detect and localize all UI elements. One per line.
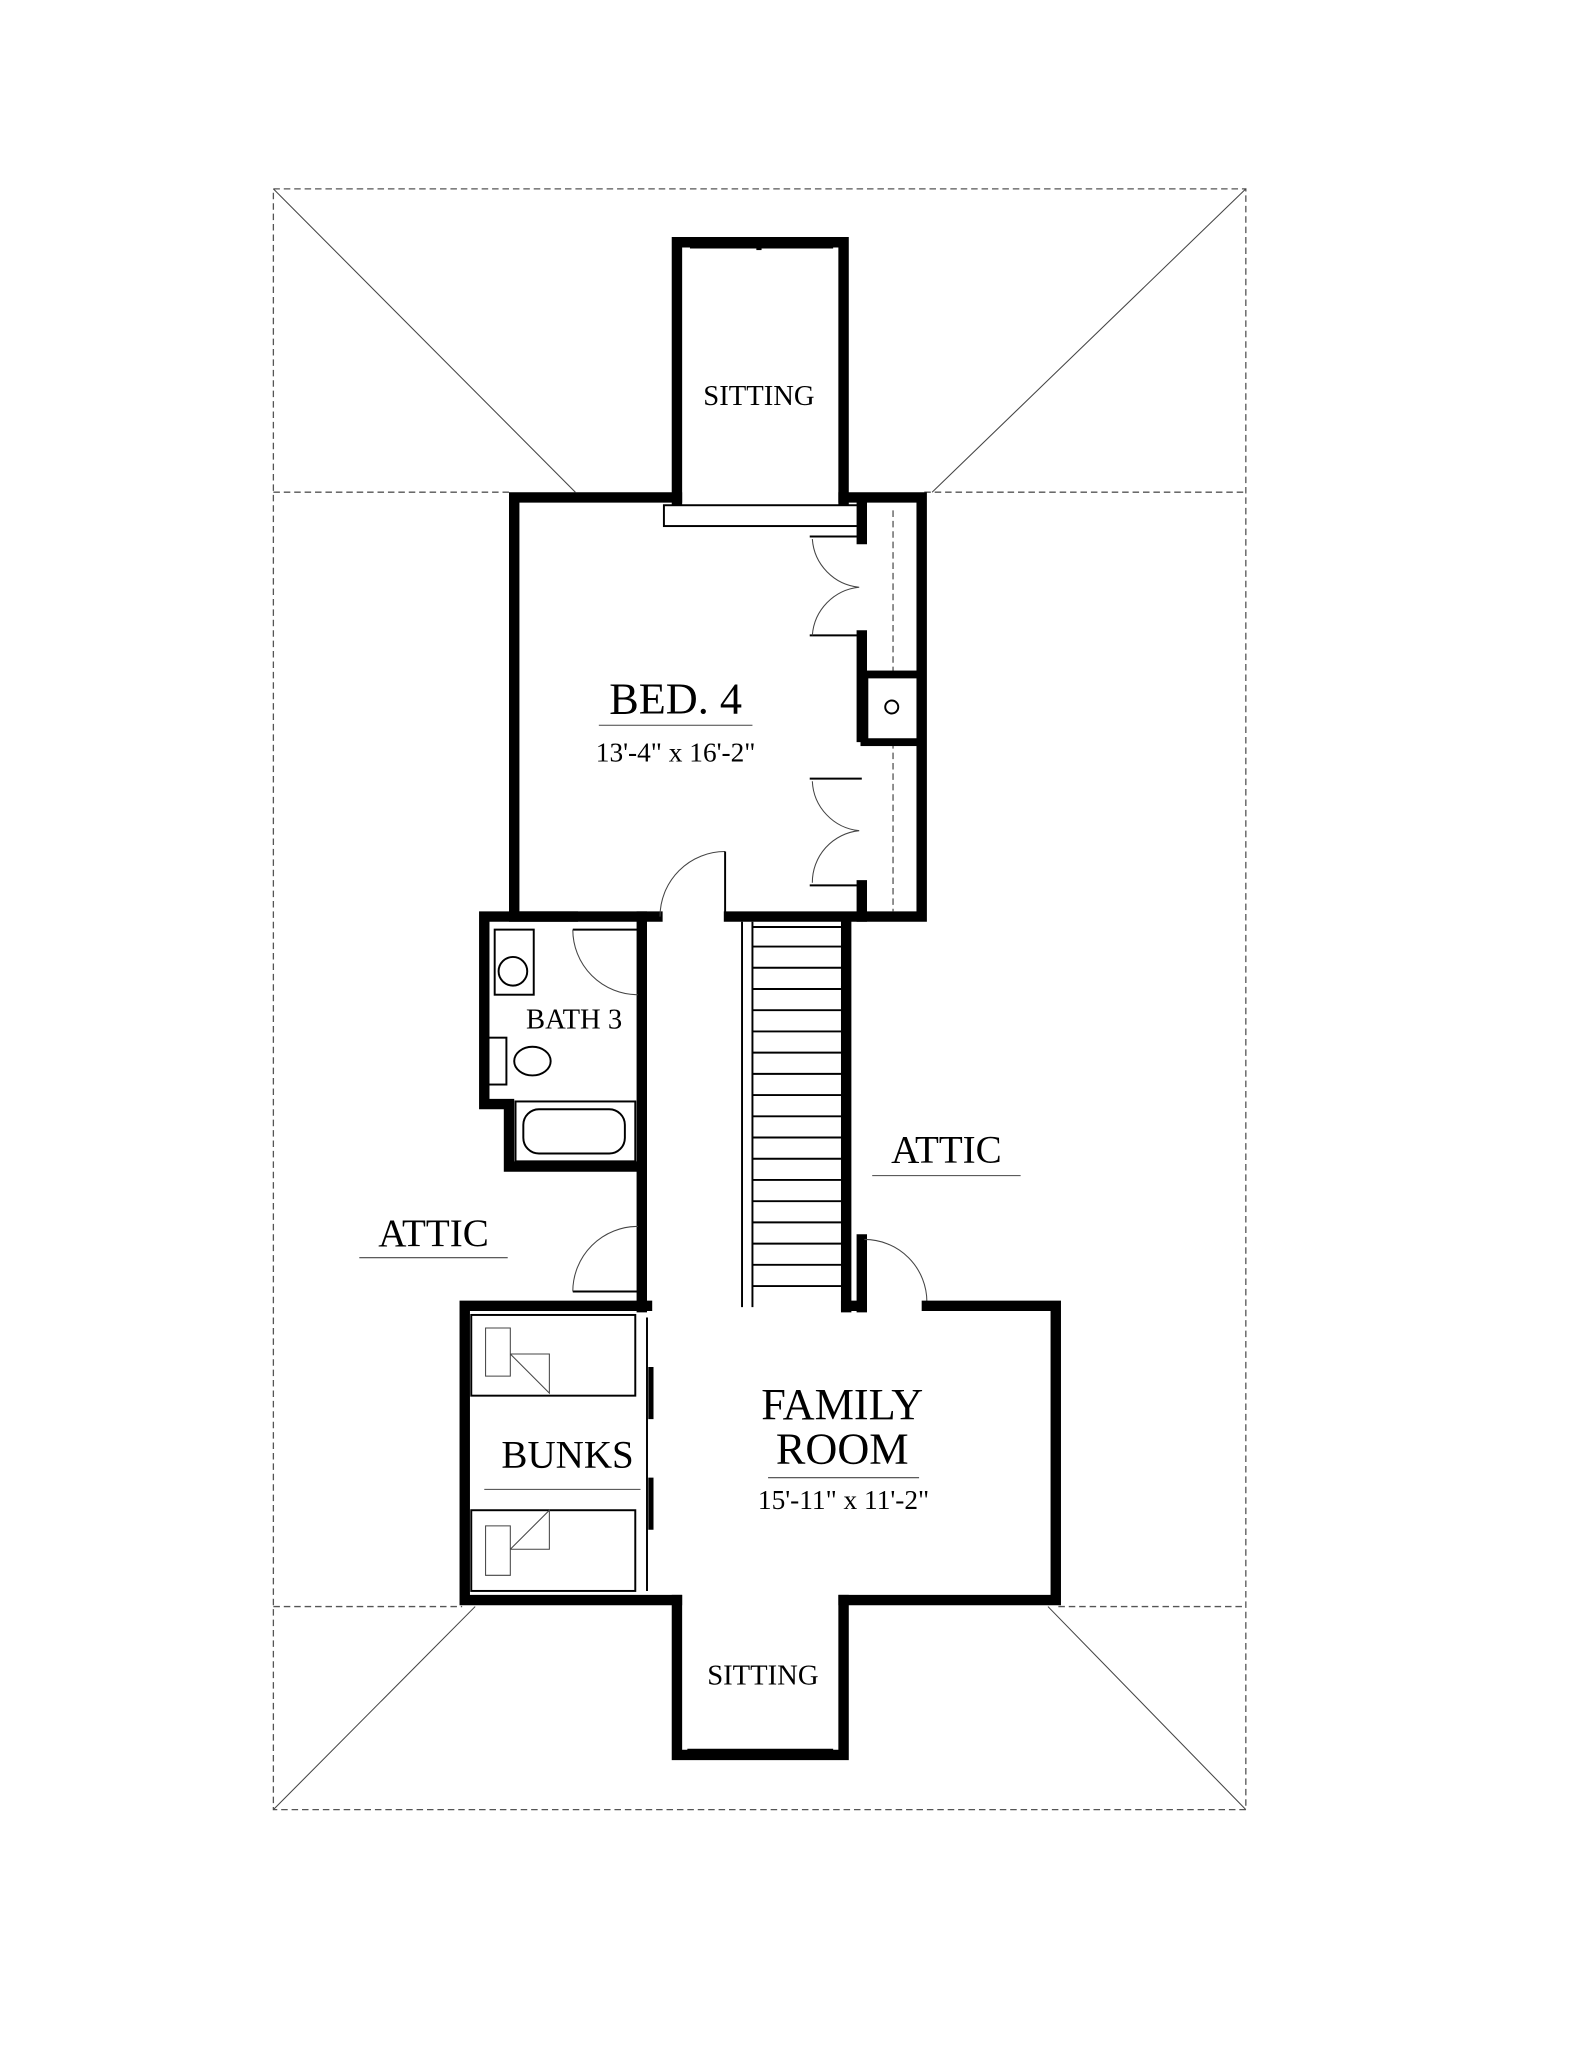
bath3-walls [479, 911, 647, 1313]
sitting-bottom-walls [671, 1594, 849, 1761]
room-label-family-line2: ROOM [776, 1424, 909, 1473]
family-bunks-walls [459, 1300, 1061, 1606]
room-dimensions-family: 15'-11" x 11'-2" [758, 1485, 929, 1515]
stair [741, 913, 928, 1313]
room-label-bath3: BATH 3 [526, 1004, 622, 1036]
room-label-sitting-top: SITTING [703, 380, 814, 412]
roof-outline [272, 188, 1247, 1811]
room-dimensions-bed4: 13'-4" x 16'-2" [596, 738, 756, 768]
room-label-sitting-bottom: SITTING [707, 1660, 818, 1692]
sink-icon [497, 955, 529, 987]
bunk-bed-top [470, 1313, 637, 1397]
toilet-icon [513, 1045, 552, 1077]
room-label-bed4: BED. 4 [609, 675, 742, 724]
room-label-family-line1: FAMILY [761, 1380, 923, 1429]
flue-icon [884, 699, 900, 715]
room-label-bunks: BUNKS [501, 1433, 633, 1476]
bunk-bed-bottom [470, 1509, 637, 1592]
sitting-top-walls [671, 237, 849, 506]
room-label-attic-left: ATTIC [378, 1212, 489, 1255]
bed4-walls [509, 492, 927, 922]
toilet-tank-icon [487, 1036, 508, 1086]
bathtub-icon [514, 1100, 637, 1163]
room-label-attic-right: ATTIC [891, 1129, 1002, 1172]
